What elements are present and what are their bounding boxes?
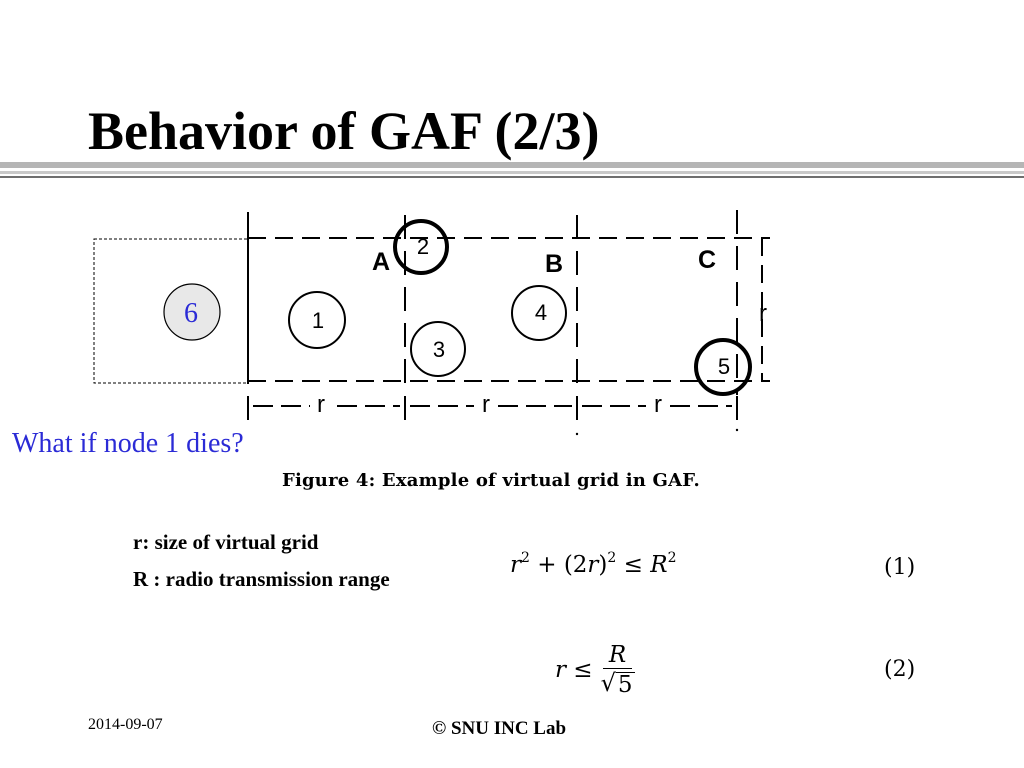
footer-date: 2014-09-07 <box>88 716 163 733</box>
node-3-circle <box>410 321 466 377</box>
node-4-circle <box>511 285 567 341</box>
node-2-circle <box>393 219 449 275</box>
definition-R: R : radio transmission range <box>133 567 390 591</box>
dimension-label-r: r <box>482 391 490 418</box>
title-rule-bottom <box>0 176 1024 178</box>
node-5-label: 5 <box>718 354 730 379</box>
equation-number-2: (2) <box>884 657 916 682</box>
dimension-label-r: r <box>317 391 325 418</box>
definition-r: r: size of virtual grid <box>133 530 319 554</box>
equation-2: r ≤ R √5 <box>555 642 635 698</box>
footer-lab: © SNU INC Lab <box>432 718 567 739</box>
title-rule-middle <box>0 171 1024 174</box>
figure-caption: Figure 4: Example of virtual grid in GAF… <box>282 470 700 491</box>
node-6-label: 6 <box>184 298 198 329</box>
node-6-circle <box>163 283 221 341</box>
node-1-circle <box>288 291 346 349</box>
equation-1: r2 + (2r)2 ≤ R2 <box>510 550 677 578</box>
question-text: What if node 1 dies? <box>12 428 244 459</box>
virtual-grid-diagram: r r r r A B C 1 2 3 4 5 6 <box>93 210 770 436</box>
node-1-label: 1 <box>312 308 324 333</box>
node-3-label: 3 <box>433 337 445 362</box>
node-2-label: 2 <box>417 234 429 259</box>
slide-title: Behavior of GAF (2/3) <box>88 101 600 161</box>
node-4-label: 4 <box>535 300 547 325</box>
equation-number-1: (1) <box>884 555 916 580</box>
dimension-label-r: r <box>654 391 662 418</box>
tick-dot <box>735 428 739 432</box>
grid-label-b: B <box>545 250 563 278</box>
grid-label-c: C <box>698 246 716 274</box>
node-5-circle <box>694 338 752 396</box>
tick-dot <box>575 432 579 436</box>
dimension-label-r-vertical: r <box>759 300 767 327</box>
title-rule-top <box>0 162 1024 168</box>
grid-label-a: A <box>372 248 390 276</box>
